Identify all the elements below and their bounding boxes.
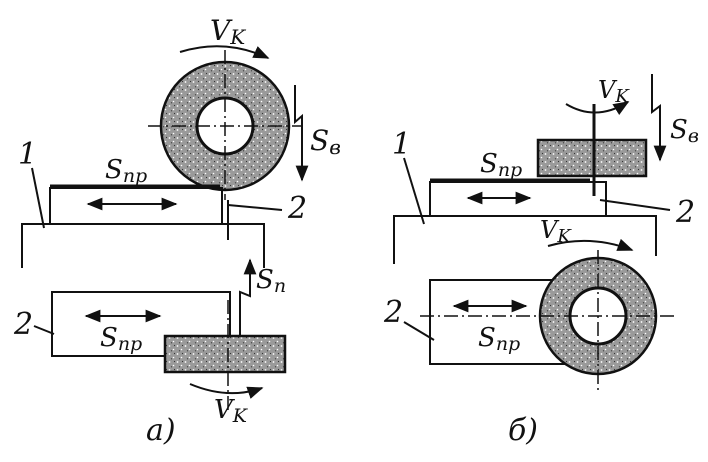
grinding-wheel-b-bottom (420, 250, 676, 390)
long-feed-label-a-bottom: Sпр (100, 323, 142, 355)
part-2-label-b-top: 2 (675, 195, 695, 230)
rotation-arrow-a-bottom (189, 383, 264, 399)
part-2-label-b-bottom: 2 (383, 295, 403, 330)
rotation-arrow-b-top (565, 101, 630, 116)
grinding-wheel-a-top (148, 50, 302, 200)
machine-bed-b (393, 215, 657, 264)
panel-b: VK Sв Sпр 1 2 VK Sпр 2 б) (383, 74, 699, 448)
machine-bed-a (21, 223, 265, 268)
long-feed-label-b-bottom: Sпр (478, 323, 520, 355)
long-feed-label-a-top: Sпр (105, 155, 147, 187)
speed-label-a-top: VK (210, 14, 246, 49)
plunge-feed-label-a: Sп (256, 265, 286, 297)
part-2-label-a-top: 2 (287, 191, 307, 226)
speed-label-a-bottom: VK (214, 395, 249, 427)
vertical-feed-label-a: Sв (310, 124, 341, 159)
speed-label-b-top: VK (598, 76, 630, 107)
panel-a: VK Sв Sпр 1 2 Sп Sпр 2 VK а) (13, 14, 341, 448)
part-1-label-a: 1 (18, 137, 37, 172)
grinding-wheel-b-top (536, 138, 648, 178)
table-a-top (49, 187, 223, 225)
speed-label-b-bottom: VK (540, 216, 572, 247)
vertical-feed-arrow-b (651, 74, 667, 162)
caption-a: а) (146, 413, 176, 448)
caption-b: б) (508, 413, 538, 448)
grinding-wheel-a-bottom (163, 334, 287, 374)
rotation-arrow-b-bottom (547, 238, 634, 251)
plunge-feed-arrow-a (239, 258, 257, 338)
table-a-bottom (51, 291, 231, 357)
rotation-arrow-a-top (179, 45, 270, 59)
part-2-label-a-bottom: 2 (13, 307, 33, 342)
part-1-label-b: 1 (392, 127, 411, 162)
long-feed-label-b-top: Sпр (480, 149, 522, 181)
vertical-feed-arrow-a (294, 85, 309, 182)
vertical-feed-label-b: Sв (670, 115, 699, 147)
